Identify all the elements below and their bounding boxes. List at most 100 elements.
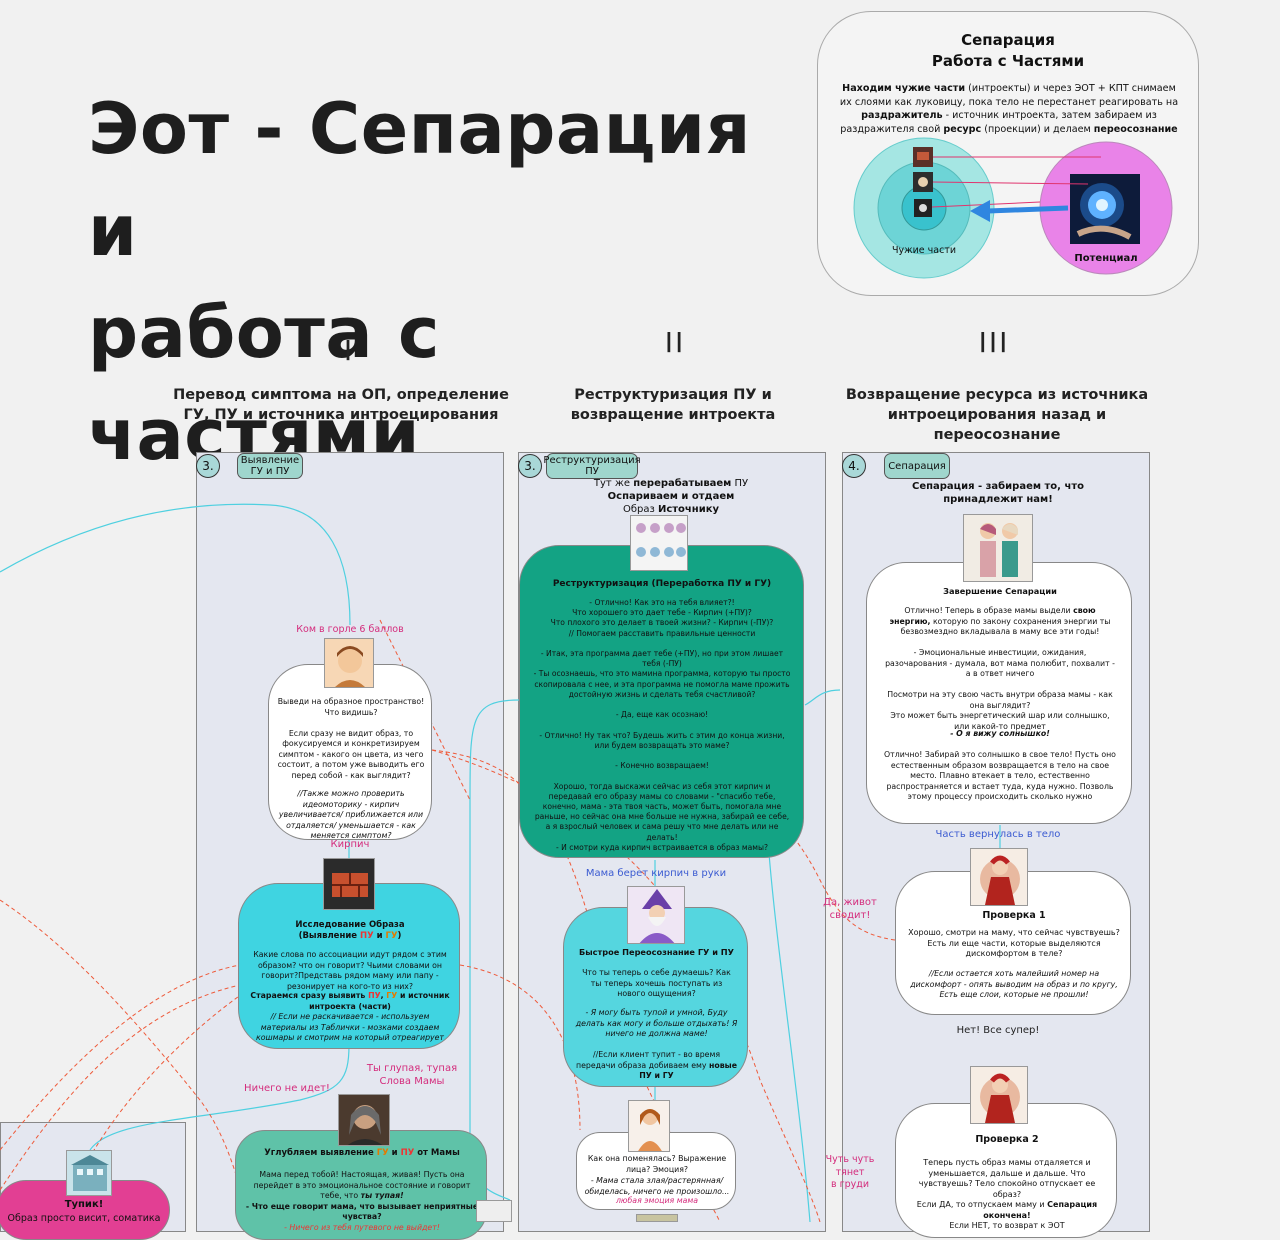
dead-end-body: Образ просто висит, соматика [7, 1213, 161, 1224]
mother-small-avatar [628, 1100, 670, 1152]
deepen-title: Углубляем выявление ГУ и ПУ от Мамы [264, 1148, 460, 1158]
column-3-number: 4. [842, 454, 866, 478]
summary-description: Находим чужие части (интроекты) и через … [839, 83, 1179, 135]
restructure-intro: Тут же перерабатываем ПУ Оспариваем и от… [593, 478, 749, 515]
warrior-image-2 [970, 1066, 1028, 1124]
connector-line [89, 1044, 350, 1151]
figures-thumbnail [476, 1200, 512, 1222]
stage-2-description: Реструктуризация ПУ и возвращение интрое… [570, 387, 776, 423]
link-line [932, 181, 1089, 185]
column-2-tag[interactable]: Реструктуризация ПУ [543, 453, 641, 479]
person-icon [335, 646, 365, 687]
deepen-card[interactable]: Углубляем выявление ГУ и ПУ от Мамы Мама… [235, 1130, 487, 1240]
mother-portrait [338, 1094, 390, 1146]
stage-1-description: Перевод симптома на ОП, определение ГУ, … [173, 387, 509, 423]
quick-reframe-note: //Если клиент тупит - во время передачи … [575, 1050, 738, 1080]
nothing-comes-label: Ничего не идет! [244, 1083, 330, 1094]
image-research-goal: Стараемся сразу выявить ПУ, ГУ и источни… [250, 991, 450, 1011]
symptom-label: Ком в горле 6 баллов [296, 624, 404, 635]
part-returned-label: Часть вернулась в тело [935, 829, 1061, 840]
woman-icon [347, 1105, 383, 1145]
figures-image [630, 515, 688, 571]
next-image-edge [636, 1214, 678, 1222]
part-icon-3 [914, 199, 932, 217]
column-3-tag[interactable]: Сепарация [884, 453, 950, 479]
imagery-body: Выведи на образное пространство! Что вид… [277, 697, 425, 780]
return-arrow [987, 205, 1069, 214]
reaction-question: Как она поменялась? Выражение лица? Эмоц… [587, 1154, 727, 1174]
column-2-number: 3. [518, 454, 542, 478]
woman-small-icon [638, 1109, 662, 1151]
connector-line [804, 689, 841, 706]
check-1-question: Хорошо, смотри на маму, что сейчас чувст… [908, 928, 1120, 958]
connector-line [767, 839, 811, 1222]
image-research-title: Исследование Образа(Выявление ПУ и ГУ) [295, 920, 405, 941]
all-good-label: Нет! Все супер! [956, 1025, 1040, 1036]
brick-image [323, 858, 375, 910]
restructuring-body: - Отлично! Как это на тебя влияет?! Что … [533, 598, 791, 852]
two-women-icon [980, 523, 1018, 577]
summary-card[interactable]: Сепарация Работа с Частями Находим чужие… [817, 11, 1199, 296]
dashed-connector [0, 899, 251, 1222]
check-2-title: Проверка 2 [975, 1134, 1039, 1145]
dashed-connector [0, 964, 241, 1151]
stage-3-numeral: III [978, 326, 1010, 359]
brick-label: Кирпич [330, 839, 370, 850]
mother-words-label: Ты глупая, тупая Слова Мамы [366, 1063, 458, 1087]
mom-takes-brick-label: Мама берет кирпич в руки [585, 868, 727, 879]
dashed-connector [379, 619, 471, 801]
separation-complete-instruction: Отлично! Забирай это солнышко в свое тел… [884, 750, 1116, 801]
check-2-result: Если ДА, то отпускаем маму и Сепарация о… [916, 1200, 1098, 1230]
check-1-title: Проверка 1 [982, 910, 1046, 921]
image-research-card[interactable]: Исследование Образа(Выявление ПУ и ГУ) К… [238, 883, 460, 1049]
dead-end-title: Тупик! [64, 1199, 104, 1210]
dashed-connector [459, 964, 581, 1131]
column-1-tag[interactable]: Выявление ГУ и ПУ [237, 453, 303, 479]
building-icon [71, 1155, 109, 1191]
connector-line [0, 503, 351, 626]
potential-orb-icon [1070, 174, 1140, 244]
reaction-emotion: любая эмоция мама [615, 1196, 699, 1205]
stage-1-numeral: I [343, 334, 355, 367]
separation-complete-title: Завершение Сепарации [943, 586, 1057, 596]
column-1-number: 3. [196, 454, 220, 478]
wizard-image [627, 886, 685, 944]
brick-icon [332, 873, 368, 897]
client-avatar [324, 638, 374, 688]
dashed-connector [0, 984, 241, 1191]
return-arrowhead [970, 200, 990, 222]
warrior-image-1 [970, 848, 1028, 906]
figures-icon [636, 523, 686, 557]
foreign-parts-label: Чужие части [891, 245, 957, 256]
parts-diagram [853, 137, 1173, 279]
imagery-note: //Также можно проверить идеомоторику - к… [278, 789, 424, 840]
separation-intro: Сепарация - забираем то, что принадлежит… [911, 481, 1084, 505]
stomach-cramps-label: Да, живот сводит! [823, 897, 877, 921]
stage-3-description: Возвращение ресурса из источника интроец… [845, 387, 1149, 443]
reaction-answer: - Мама стала злая/растерянная/ обиделась… [584, 1176, 730, 1196]
warrior-icon [980, 1073, 1020, 1123]
potential-label: Потенциал [1074, 253, 1138, 264]
quick-reframe-title: Быстрое Переосознание ГУ и ПУ [579, 947, 734, 957]
separation-complete-answer: - О я вижу солнышко! [950, 729, 1050, 738]
separation-complete-card[interactable]: Завершение Сепарации Отлично! Теперь в о… [866, 562, 1132, 824]
two-women-image [963, 514, 1033, 582]
connector-line [469, 699, 520, 1201]
page-title: Эот - Сепарация и работа с частями [88, 88, 751, 476]
image-research-note: // Если не раскачивается - используем ма… [256, 1012, 444, 1042]
chest-pull-label: Чуть чуть тянет в груди [825, 1154, 875, 1190]
warrior-icon [980, 855, 1020, 905]
check-2-question: Теперь пусть образ мамы отдаляется и уме… [918, 1158, 1096, 1199]
check-1-note: //Если остается хоть малейший номер на д… [910, 969, 1118, 999]
part-icon-1 [913, 147, 933, 167]
stage-2-numeral: II [664, 326, 686, 359]
restructuring-title: Реструктуризация (Переработка ПУ и ГУ) [552, 579, 772, 589]
quick-reframe-question: Что ты теперь о себе думаешь? Как ты теп… [582, 968, 731, 998]
separation-complete-body: Отлично! Теперь в образе мамы выдели сво… [885, 606, 1115, 731]
imagery-card[interactable]: Выведи на образное пространство! Что вид… [268, 664, 432, 840]
image-research-body: Какие слова по ассоциации идут рядом с э… [253, 950, 447, 991]
wizard-icon [639, 889, 675, 943]
dead-end-image [66, 1150, 112, 1196]
summary-title: Сепарация Работа с Частями [931, 31, 1085, 70]
restructuring-card[interactable]: Реструктуризация (Переработка ПУ и ГУ) -… [519, 545, 804, 858]
